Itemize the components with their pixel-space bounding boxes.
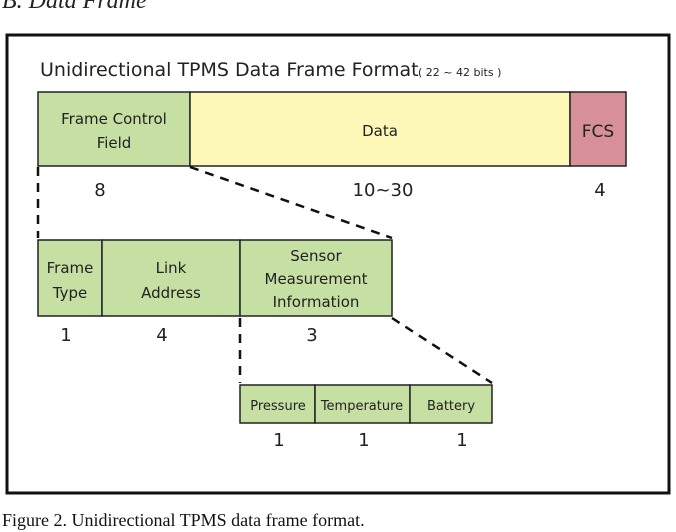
temperature-bits: 1 [358, 430, 369, 451]
connector-right-2 [391, 316, 493, 385]
fcs-box: FCS [569, 91, 627, 167]
fcs-bits: 4 [594, 180, 605, 201]
sensor-info-label-line2: Measurement [265, 270, 368, 288]
sensor-info-label-line1: Sensor [290, 247, 342, 265]
pressure-bits: 1 [273, 430, 284, 451]
section-heading: B. Data Frame [2, 0, 147, 14]
connector-right [189, 165, 393, 240]
sensor-info-bits: 3 [306, 325, 317, 346]
frame-type-label-line2: Type [52, 284, 87, 302]
battery-label: Battery [427, 399, 475, 414]
link-address-bits: 4 [156, 325, 167, 346]
frame-control-field-bits: 8 [94, 180, 105, 201]
battery-bits: 1 [456, 430, 467, 451]
fcs-label: FCS [582, 122, 614, 142]
sensor-measurement-information-box: Sensor Measurement Information [239, 239, 393, 317]
data-bits: 10~30 [353, 180, 414, 201]
frame-type-bits: 1 [60, 325, 71, 346]
sensor-info-label-line3: Information [273, 293, 360, 311]
data-box: Data [189, 91, 571, 167]
frame-type-box: Frame Type [37, 239, 103, 317]
temperature-box: Temperature [314, 384, 411, 424]
frame-format-diagram: Unidirectional TPMS Data Frame Format ( … [5, 33, 671, 495]
diagram-title: Unidirectional TPMS Data Frame Format [40, 59, 419, 81]
link-address-label-line1: Link [156, 259, 187, 277]
link-address-box: Link Address [101, 239, 241, 317]
data-label: Data [362, 122, 398, 140]
figure-caption: Figure 2. Unidirectional TPMS data frame… [2, 510, 365, 530]
link-address-label-line2: Address [141, 284, 201, 302]
frame-control-field-box: Frame Control Field [37, 91, 191, 167]
diagram-title-note: ( 22 ~ 42 bits ) [418, 66, 501, 79]
temperature-label: Temperature [320, 399, 403, 414]
pressure-label: Pressure [250, 399, 306, 414]
frame-type-label-line1: Frame [47, 259, 94, 277]
pressure-box: Pressure [239, 384, 316, 424]
battery-box: Battery [409, 384, 493, 424]
frame-control-field-label-line1: Frame Control [61, 110, 167, 128]
figure-border [5, 33, 671, 495]
frame-control-field-label-line2: Field [97, 134, 132, 152]
